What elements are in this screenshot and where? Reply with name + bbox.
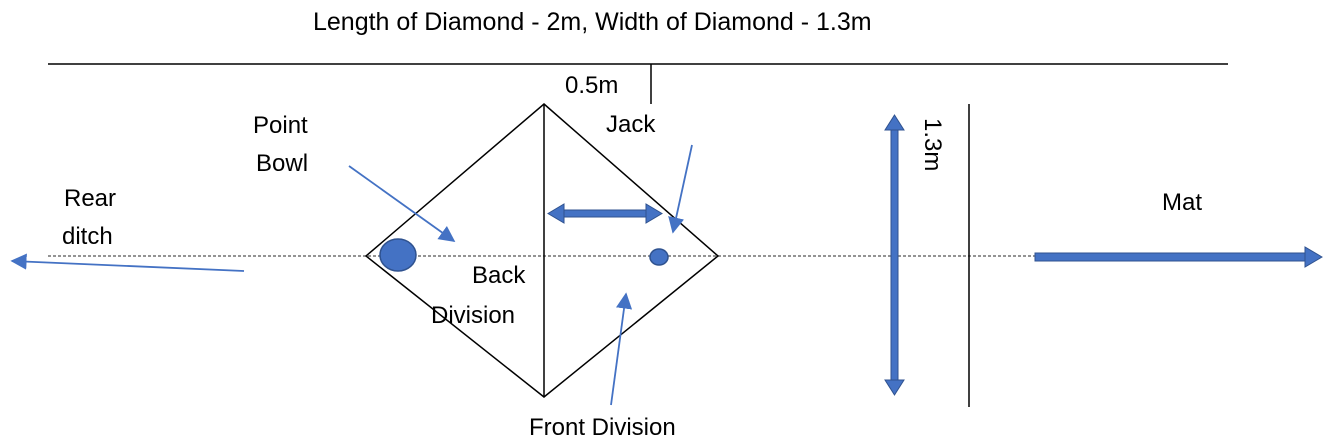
jack-ball — [649, 248, 669, 266]
point-bowl-arrow — [348, 165, 456, 242]
mat-label: Mat — [1162, 189, 1203, 216]
point-bowl-label-line1: Point — [253, 112, 308, 139]
rear-ditch-arrow — [10, 253, 245, 272]
rear-ditch-label-line2: ditch — [62, 223, 113, 250]
back-division-label-line1: Back — [472, 262, 526, 289]
jack-arrow — [668, 144, 693, 234]
front-division-arrow — [610, 292, 633, 406]
distance-double-arrow — [547, 203, 663, 224]
half-meter-label: 0.5m — [565, 72, 619, 99]
point-bowl-label-line2: Bowl — [256, 150, 309, 177]
width-label: 1.3m — [919, 118, 946, 172]
point-bowl — [379, 238, 417, 272]
width-double-arrow — [884, 114, 905, 396]
rear-ditch-label-line1: Rear — [64, 185, 117, 212]
mat-arrow — [1034, 246, 1323, 268]
diagram-title: Length of Diamond - 2m, Width of Diamond… — [313, 8, 872, 36]
jack-label: Jack — [606, 111, 656, 138]
back-division-label-line2: Division — [431, 302, 516, 329]
front-division-label: Front Division — [529, 414, 676, 441]
